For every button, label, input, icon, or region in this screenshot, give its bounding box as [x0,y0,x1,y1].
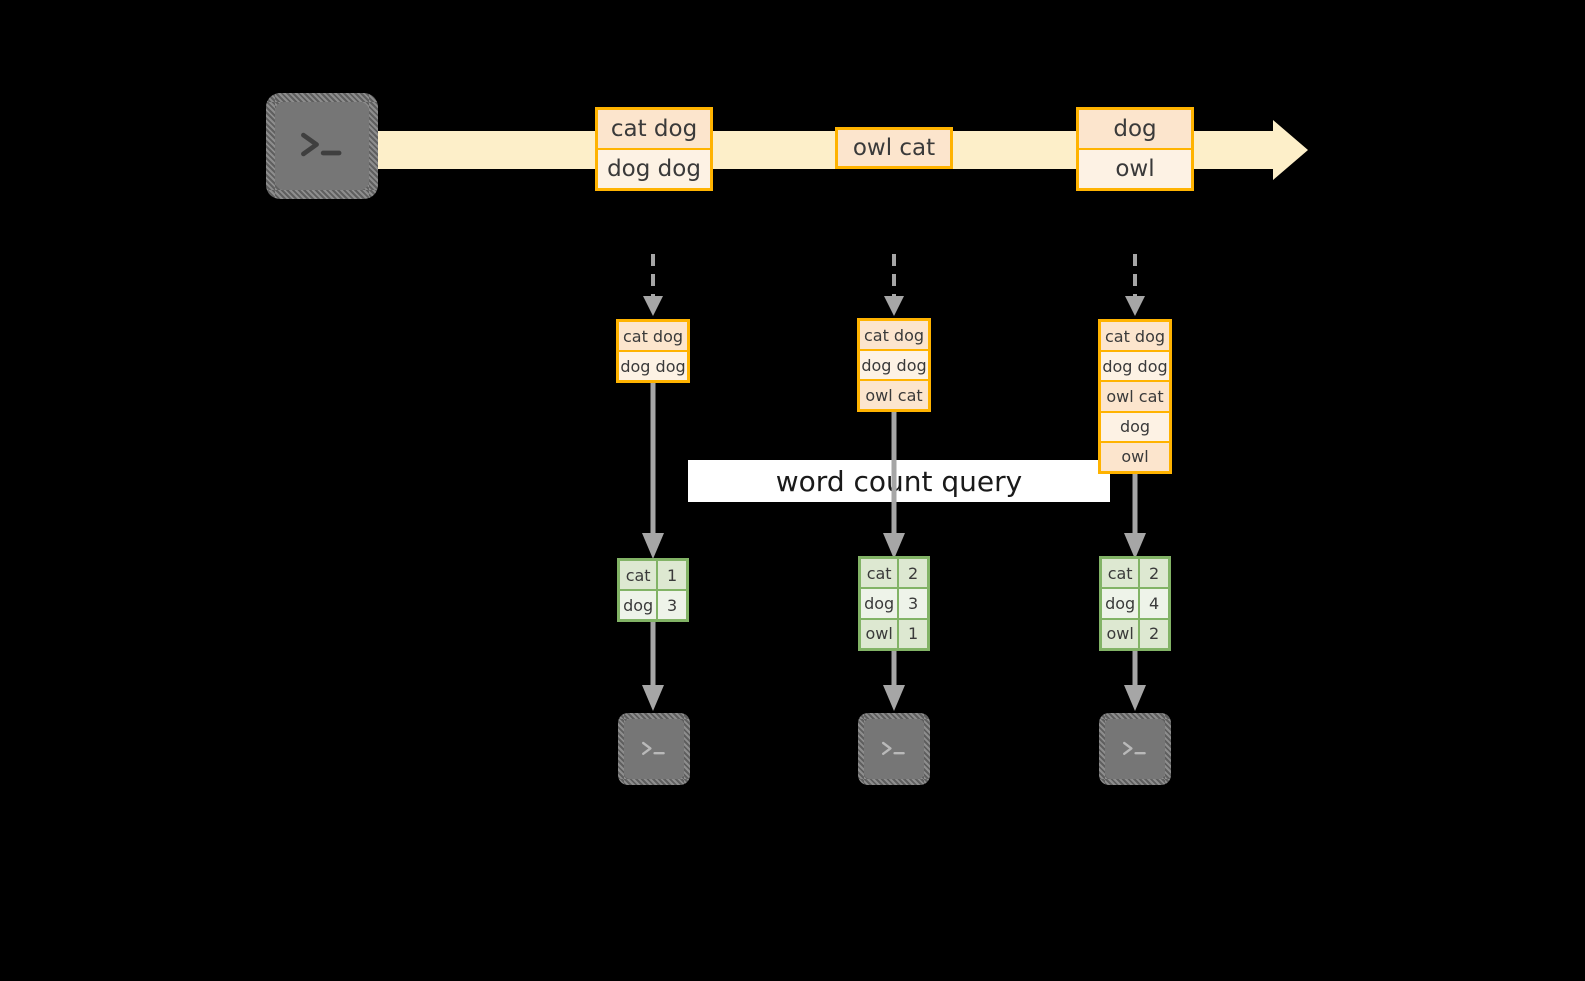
stream-batch-3-line-2: owl [1079,148,1191,188]
trigger-3-result-count-2: 4 [1140,589,1168,618]
terminal-body [624,719,684,779]
trigger-1-result-word-1: cat [620,561,659,589]
trigger-1-sink-connector [638,622,668,712]
trigger-1-input-line-2: dog dog [619,350,687,380]
trigger-1-query-connector [638,383,668,560]
trigger-2-input-line-3: owl cat [860,379,928,409]
trigger-3-result-table: cat 2 dog 4 owl 2 [1099,556,1171,651]
trigger-3-sink-terminal-icon [1099,713,1171,785]
trigger-3-result-count-1: 2 [1140,559,1168,588]
trigger-2-stream-connector [879,254,909,320]
trigger-2-result-count-3: 1 [899,619,927,648]
terminal-prompt-glyph [294,120,350,173]
stream-batch-2: owl cat [835,127,953,169]
trigger-1-input-table: cat dog dog dog [616,319,690,383]
trigger-3-result-word-2: dog [1102,589,1141,618]
table-row: cat 2 [1102,559,1168,588]
terminal-body [275,102,369,190]
query-label: word count query [688,460,1110,502]
table-row: dog 3 [861,587,927,618]
trigger-2-sink-connector [879,651,909,712]
trigger-2-input-table: cat dog dog dog owl cat [857,318,931,412]
trigger-3-input-line-5: owl [1101,440,1169,472]
trigger-2-query-connector [879,412,909,560]
trigger-2-input-line-2: dog dog [860,349,928,379]
trigger-3-result-count-3: 2 [1140,619,1168,648]
trigger-3-input-line-4: dog [1101,410,1169,441]
trigger-2-result-count-1: 2 [899,559,927,588]
table-row: cat 1 [620,561,686,589]
stream-batch-2-line-1: owl cat [838,130,950,166]
terminal-prompt-glyph [876,731,912,767]
trigger-3-input-table: cat dog dog dog owl cat dog owl [1098,319,1172,474]
terminal-prompt-glyph [1117,731,1153,767]
stream-batch-1: cat dog dog dog [595,107,713,191]
stream-batch-3-line-1: dog [1079,110,1191,148]
trigger-3-input-line-1: cat dog [1101,322,1169,351]
trigger-3-input-line-2: dog dog [1101,350,1169,381]
stream-batch-1-line-2: dog dog [598,148,710,188]
table-row: owl 1 [861,617,927,648]
terminal-prompt-glyph [636,731,672,767]
table-row: cat 2 [861,559,927,588]
table-row: owl 2 [1102,617,1168,648]
trigger-1-input-line-1: cat dog [619,322,687,350]
query-label-text: word count query [775,464,1023,498]
trigger-2-input-line-1: cat dog [860,321,928,349]
trigger-2-result-count-2: 3 [899,589,927,618]
table-row: dog 4 [1102,587,1168,618]
trigger-2-result-word-2: dog [861,589,900,618]
trigger-2-result-word-1: cat [861,559,900,588]
trigger-3-result-word-1: cat [1102,559,1141,588]
table-row: dog 3 [620,589,686,619]
trigger-1-result-count-2: 3 [658,591,686,619]
trigger-1-result-table: cat 1 dog 3 [617,558,689,622]
trigger-1-stream-connector [638,254,668,320]
trigger-1-sink-terminal-icon [618,713,690,785]
trigger-3-stream-connector [1120,254,1150,320]
trigger-2-result-table: cat 2 dog 3 owl 1 [858,556,930,651]
stream-batch-3: dog owl [1076,107,1194,191]
trigger-3-input-line-3: owl cat [1101,380,1169,411]
trigger-2-sink-terminal-icon [858,713,930,785]
source-terminal-icon [266,93,378,199]
trigger-3-result-word-3: owl [1102,619,1141,648]
stream-batch-1-line-1: cat dog [598,110,710,148]
trigger-2-result-word-3: owl [861,619,900,648]
trigger-3-sink-connector [1120,651,1150,712]
terminal-body [1105,719,1165,779]
trigger-1-result-count-1: 1 [658,561,686,589]
trigger-1-result-word-2: dog [620,591,659,619]
terminal-body [864,719,924,779]
trigger-3-query-connector [1120,473,1150,560]
